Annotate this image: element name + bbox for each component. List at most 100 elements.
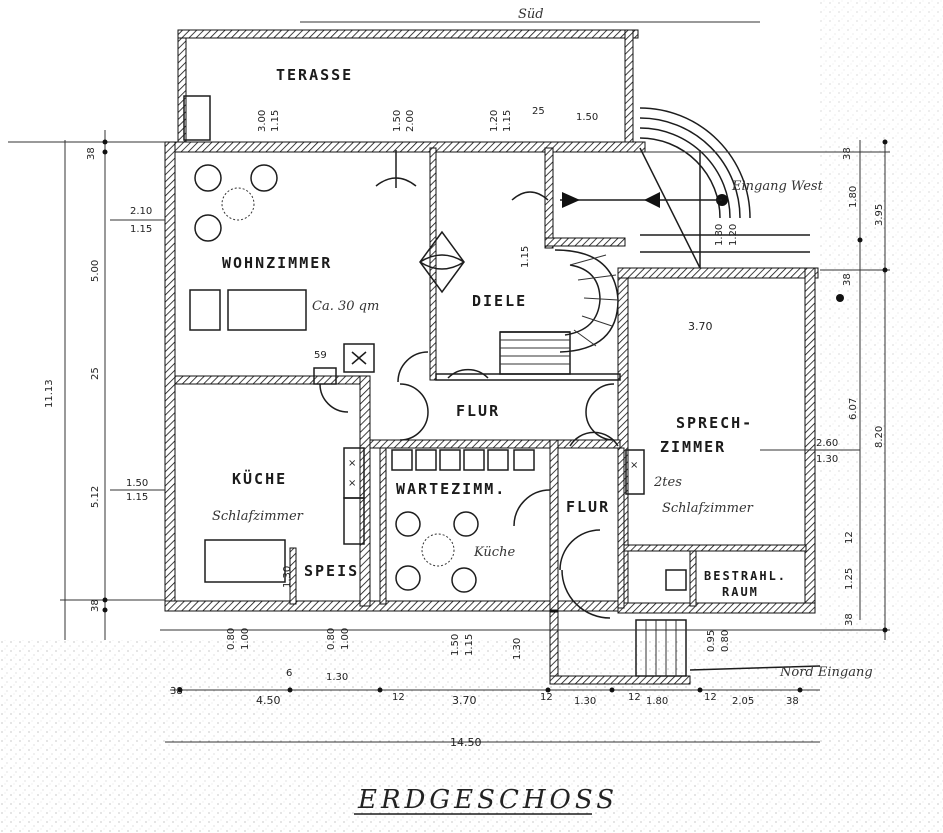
dim-bot-38b: 38 — [786, 696, 799, 707]
dim-right-38b: 38 — [842, 273, 853, 286]
room-label-sprechzimmer-2: ZIMMER — [660, 438, 726, 456]
room-label-bestrahlung-1: BESTRAHL. — [704, 569, 787, 583]
room-label-speis: SPEIS — [304, 562, 359, 580]
scan-noise-right — [820, 0, 943, 640]
note-2tes-1: 2tes — [653, 475, 682, 490]
room-label-wohnzimmer: WOHNZIMMER — [222, 254, 332, 272]
dim-bot-450: 4.50 — [256, 694, 281, 707]
dim-left-38a: 38 — [86, 147, 97, 160]
drawing-title: ERDGESCHOSS — [357, 785, 618, 815]
room-label-terasse: TERASSE — [276, 66, 353, 84]
note-schlafzimmer: Schlafzimmer — [212, 509, 304, 524]
dim-right-38c: 38 — [844, 613, 855, 626]
door-nord — [561, 569, 611, 619]
dim-top-300: 3.00 — [257, 110, 268, 132]
dim-left-115: 1.15 — [130, 224, 152, 235]
dim-left-210: 2.10 — [130, 206, 152, 217]
dim-left-500: 5.00 — [90, 260, 101, 282]
west-entrance-steps — [560, 107, 810, 269]
dim-bot-370: 3.70 — [452, 694, 477, 707]
consulting-room: SPRECH- ZIMMER 2tes Schlafzimmer × — [625, 414, 754, 516]
dim-right-38a: 38 — [842, 147, 853, 160]
dimension-ticks — [102, 139, 888, 693]
room-label-kueche: KÜCHE — [232, 469, 287, 488]
room-label-diele: DIELE — [472, 292, 527, 310]
svg-text:×: × — [630, 460, 638, 471]
dim-top-120: 1.20 — [489, 110, 500, 132]
dim-stair-115: 1.15 — [520, 246, 531, 268]
note-ca-30qm: Ca. 30 qm — [312, 299, 379, 314]
dim-total-1450: 14.50 — [450, 736, 482, 749]
dim-bot-180: 1.80 — [646, 696, 668, 707]
dim-bot-130b: 1.30 — [326, 672, 348, 683]
door-flur-north — [569, 431, 619, 447]
dim-right-125: 1.25 — [844, 568, 855, 590]
dim-bot-150: 1.50 — [450, 634, 461, 656]
dim-bot-095: 0.95 — [706, 630, 717, 652]
dim-top-115b: 1.15 — [502, 110, 513, 132]
dim-left-25: 25 — [90, 367, 101, 380]
dim-fl-59: 59 — [314, 350, 327, 361]
dim-top-115: 1.15 — [270, 110, 281, 132]
room-label-sprechzimmer-1: SPRECH- — [676, 414, 753, 432]
dim-bot-6: 6 — [286, 668, 292, 679]
dim-right-260: 2.60 — [816, 438, 838, 449]
dim-top-25: 25 — [532, 106, 545, 117]
room-label-flur-small: FLUR — [566, 498, 610, 516]
svg-text:×: × — [348, 478, 356, 489]
dim-right-130: 1.30 — [816, 454, 838, 465]
dim-left-115b: 1.15 — [126, 492, 148, 503]
dim-speis-130: 1.30 — [282, 566, 293, 588]
scan-noise-bottom — [0, 640, 943, 833]
door-flur-small — [559, 529, 601, 571]
dim-top-150: 1.50 — [392, 110, 403, 132]
dim-bot-38: 38 — [170, 686, 183, 697]
room-label-wartezimmer: WARTEZIMM. — [396, 480, 506, 498]
door-flur-west — [399, 383, 429, 441]
note-kueche: Küche — [473, 545, 515, 560]
dim-bot-130c: 1.30 — [574, 696, 596, 707]
dim-370: 3.70 — [688, 320, 713, 333]
svg-text:×: × — [348, 458, 356, 469]
dim-right-180: 1.80 — [848, 186, 859, 208]
north-entrance-steps — [549, 611, 821, 685]
dim-top-150b: 1.50 — [576, 112, 598, 123]
dim-bot-130: 1.30 — [512, 638, 523, 660]
room-label-flur-main: FLUR — [456, 402, 500, 420]
dim-bot-080b: 0.80 — [326, 628, 337, 650]
note-eingang-west: Eingang West — [731, 179, 824, 194]
dim-right-120: 1.20 — [728, 224, 739, 246]
dim-right-607: 6.07 — [848, 398, 859, 420]
dim-bot-12c: 12 — [628, 692, 641, 703]
hall-diele: DIELE — [419, 191, 619, 379]
dim-bot-205: 2.05 — [732, 696, 754, 707]
dim-right-180b: 1.80 — [714, 224, 725, 246]
dim-top-200: 2.00 — [405, 110, 416, 132]
dim-bot-100: 1.00 — [240, 628, 251, 650]
dim-bot-12b: 12 — [540, 692, 553, 703]
dim-right-12: 12 — [844, 531, 855, 544]
dim-left-38b: 38 — [90, 599, 101, 612]
terrace: TERASSE — [177, 29, 639, 149]
dim-left-1113: 11.13 — [44, 379, 55, 408]
dim-bot-080: 0.80 — [226, 628, 237, 650]
dim-right-395: 3.95 — [874, 204, 885, 226]
dimension-lines — [8, 130, 890, 743]
waiting-room: WARTEZIMM. Küche — [391, 449, 551, 593]
dim-bot-12: 12 — [392, 692, 405, 703]
dim-bot-080c: 0.80 — [720, 630, 731, 652]
dim-bot-12d: 12 — [704, 692, 717, 703]
dim-left-150: 1.50 — [126, 478, 148, 489]
interior-walls — [174, 147, 807, 611]
dim-bot-100b: 1.00 — [340, 628, 351, 650]
note-nord-eingang: Nord Eingang — [779, 665, 873, 680]
door-flur-east — [585, 383, 615, 441]
dim-bot-115: 1.15 — [464, 634, 475, 656]
orientation-label: Süd — [518, 7, 544, 22]
dim-left-512: 5.12 — [90, 486, 101, 508]
room-label-bestrahlung-2: RAUM — [722, 585, 759, 599]
living-room: WOHNZIMMER Ca. 30 qm — [189, 150, 429, 413]
kitchen: KÜCHE Schlafzimmer × × — [204, 447, 365, 583]
dim-right-820: 8.20 — [874, 426, 885, 448]
